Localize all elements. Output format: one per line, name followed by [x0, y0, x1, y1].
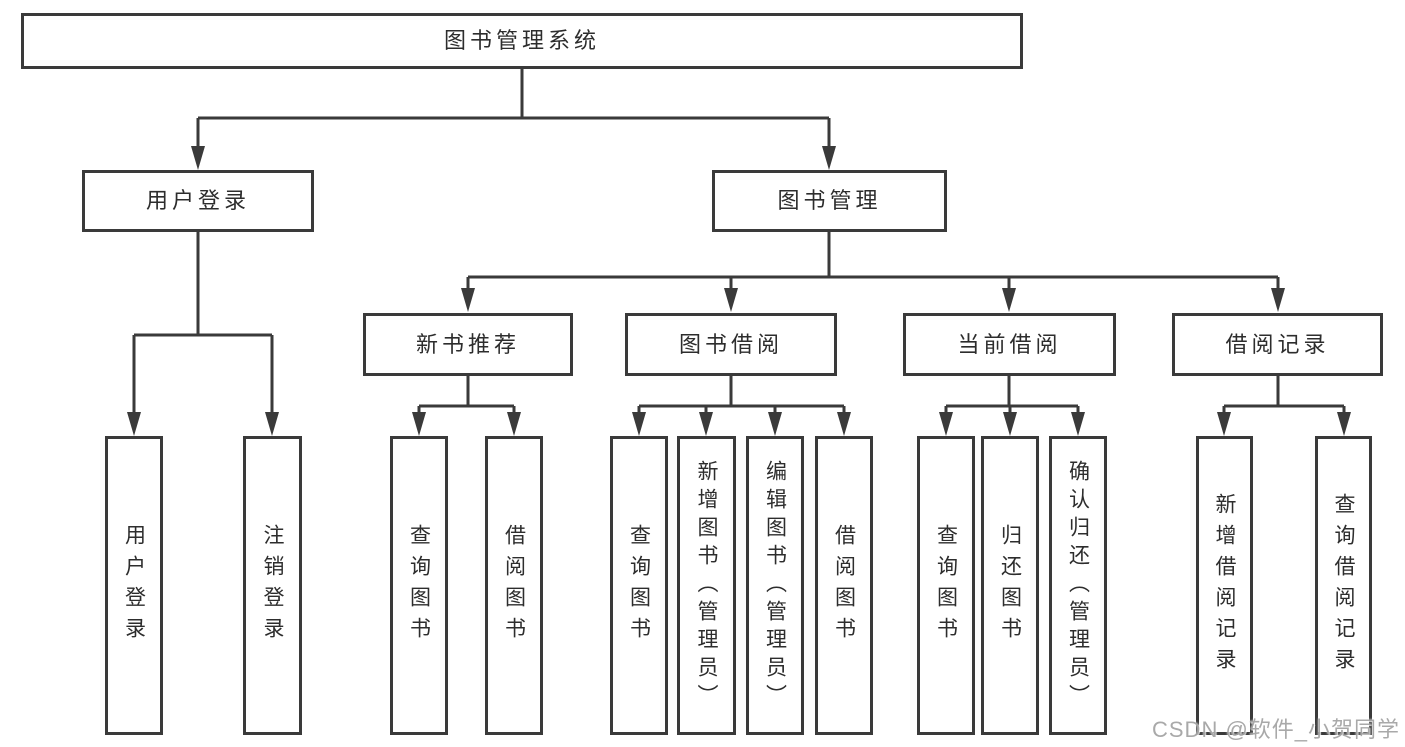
node-root-label: 图书管理系统: [443, 28, 600, 53]
leaf-label: 注销登录: [261, 523, 284, 648]
arrowhead: [724, 288, 738, 312]
connector-user-login-to-leaves: [127, 232, 279, 436]
connector-new-book-recommend-to-leaves: [412, 376, 521, 436]
arrowhead: [1217, 412, 1231, 436]
leaf-add-borrow-record: 新增借阅记录: [1196, 436, 1253, 735]
leaf-label: 查询图书: [934, 523, 958, 648]
arrowhead: [1003, 412, 1017, 436]
node-user-login: 用户登录: [82, 170, 314, 232]
leaf-add-book-admin: 新增图书（管理员）: [677, 436, 736, 735]
node-current-borrowing: 当前借阅: [903, 313, 1116, 376]
arrowhead: [822, 146, 836, 170]
leaf-label: 查询图书: [407, 523, 431, 648]
leaf-query-book-recommend: 查询图书: [390, 436, 448, 735]
arrowhead: [191, 146, 205, 170]
node-book-borrowing: 图书借阅: [625, 313, 837, 376]
connector-book-management-to-level3: [461, 232, 1285, 312]
arrowhead: [127, 412, 141, 436]
leaf-label: 确认归还（管理员）: [1066, 459, 1090, 712]
leaf-borrow-book-borrowing: 借阅图书: [815, 436, 873, 735]
connector-line: [196, 69, 831, 147]
arrowhead: [1002, 288, 1016, 312]
leaf-label: 借阅图书: [832, 523, 856, 648]
leaf-label: 新增借阅记录: [1213, 492, 1236, 679]
connector-line: [466, 232, 1280, 289]
node-new-book-recommend: 新书推荐: [363, 313, 573, 376]
node-root: 图书管理系统: [21, 13, 1023, 69]
arrowhead: [1271, 288, 1285, 312]
leaf-borrow-book-recommend: 借阅图书: [485, 436, 543, 735]
leaf-label: 归还图书: [998, 523, 1022, 648]
arrowhead: [1071, 412, 1085, 436]
node-borrowing-records: 借阅记录: [1172, 313, 1383, 376]
arrowhead: [939, 412, 953, 436]
node-book-management: 图书管理: [712, 170, 947, 232]
arrowhead: [265, 412, 279, 436]
connector-line: [1222, 376, 1346, 414]
node-book-management-label: 图书管理: [777, 188, 882, 213]
connector-line: [417, 376, 516, 414]
node-user-login-label: 用户登录: [145, 188, 250, 213]
leaf-label: 查询图书: [627, 523, 651, 648]
node-new-book-recommend-label: 新书推荐: [415, 331, 520, 357]
connector-current-borrowing-to-leaves: [939, 376, 1085, 436]
arrowhead: [632, 412, 646, 436]
leaf-confirm-return-admin: 确认归还（管理员）: [1049, 436, 1107, 735]
arrowhead: [1337, 412, 1351, 436]
arrowhead: [412, 412, 426, 436]
arrowhead: [837, 412, 851, 436]
leaf-label: 借阅图书: [502, 523, 526, 648]
connector-borrowing-records-to-leaves: [1217, 376, 1351, 436]
leaf-edit-book-admin: 编辑图书（管理员）: [746, 436, 804, 735]
arrowhead: [768, 412, 782, 436]
leaf-query-borrow-record: 查询借阅记录: [1315, 436, 1372, 735]
leaf-query-book-borrowing: 查询图书: [610, 436, 668, 735]
node-book-borrowing-label: 图书借阅: [678, 331, 783, 357]
leaf-return-book: 归还图书: [981, 436, 1039, 735]
leaf-label: 查询借阅记录: [1332, 492, 1355, 679]
leaf-logout: 注销登录: [243, 436, 302, 735]
arrowhead: [507, 412, 521, 436]
connector-line: [637, 376, 846, 414]
arrowhead: [699, 412, 713, 436]
node-borrowing-records-label: 借阅记录: [1225, 331, 1330, 357]
connector-book-borrowing-to-leaves: [632, 376, 851, 436]
leaf-label: 新增图书（管理员）: [695, 459, 718, 712]
leaf-label: 用户登录: [122, 523, 146, 648]
watermark: CSDN @软件_小贺同学: [1152, 717, 1401, 742]
connector-line: [132, 232, 274, 413]
node-current-borrowing-label: 当前借阅: [957, 331, 1062, 357]
leaf-user-login: 用户登录: [105, 436, 163, 735]
leaf-label: 编辑图书（管理员）: [763, 459, 787, 712]
connector-line: [944, 376, 1080, 414]
arrowhead: [461, 288, 475, 312]
connector-root-to-level2: [191, 69, 836, 170]
leaf-query-book-current: 查询图书: [917, 436, 975, 735]
